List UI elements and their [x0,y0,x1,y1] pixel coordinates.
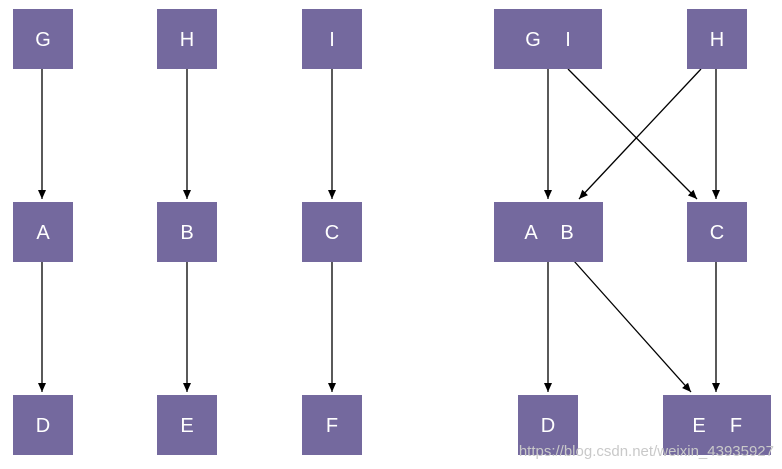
svg-text:E: E [180,415,193,437]
left-diagram: G A D H B E I C [13,9,362,455]
svg-text:E: E [692,415,705,437]
svg-text:B: B [180,222,193,244]
svg-text:G: G [525,29,541,51]
edge-ab-ef [573,260,692,393]
node-h-right: H [687,9,747,69]
node-ef: E F [663,395,771,455]
svg-text:F: F [730,415,742,437]
node-a: A [13,202,73,262]
watermark-text: https://blog.csdn.net/weixin_43935927 [519,443,774,460]
svg-text:I: I [329,29,335,51]
node-h: H [157,9,217,69]
node-ab: A B [494,202,603,262]
svg-text:B: B [560,222,573,244]
svg-text:A: A [524,222,538,244]
svg-text:D: D [36,415,50,437]
svg-text:C: C [325,222,339,244]
node-c: C [302,202,362,262]
node-g: G [13,9,73,69]
edge-h-ab [578,68,702,200]
node-d-right: D [518,395,578,455]
svg-text:H: H [180,29,194,51]
node-i: I [302,9,362,69]
node-b: B [157,202,217,262]
svg-text:I: I [565,29,571,51]
svg-text:C: C [710,222,724,244]
edge-gi-c [567,68,698,200]
node-d: D [13,395,73,455]
node-c-right: C [687,202,747,262]
svg-text:D: D [541,415,555,437]
svg-text:F: F [326,415,338,437]
node-e: E [157,395,217,455]
node-f: F [302,395,362,455]
svg-text:H: H [710,29,724,51]
node-gi: G I [494,9,602,69]
svg-text:G: G [35,29,51,51]
right-edges [544,68,720,393]
right-diagram: G I H A B C D E F [494,9,771,455]
svg-text:A: A [36,222,50,244]
left-edges [38,69,336,392]
